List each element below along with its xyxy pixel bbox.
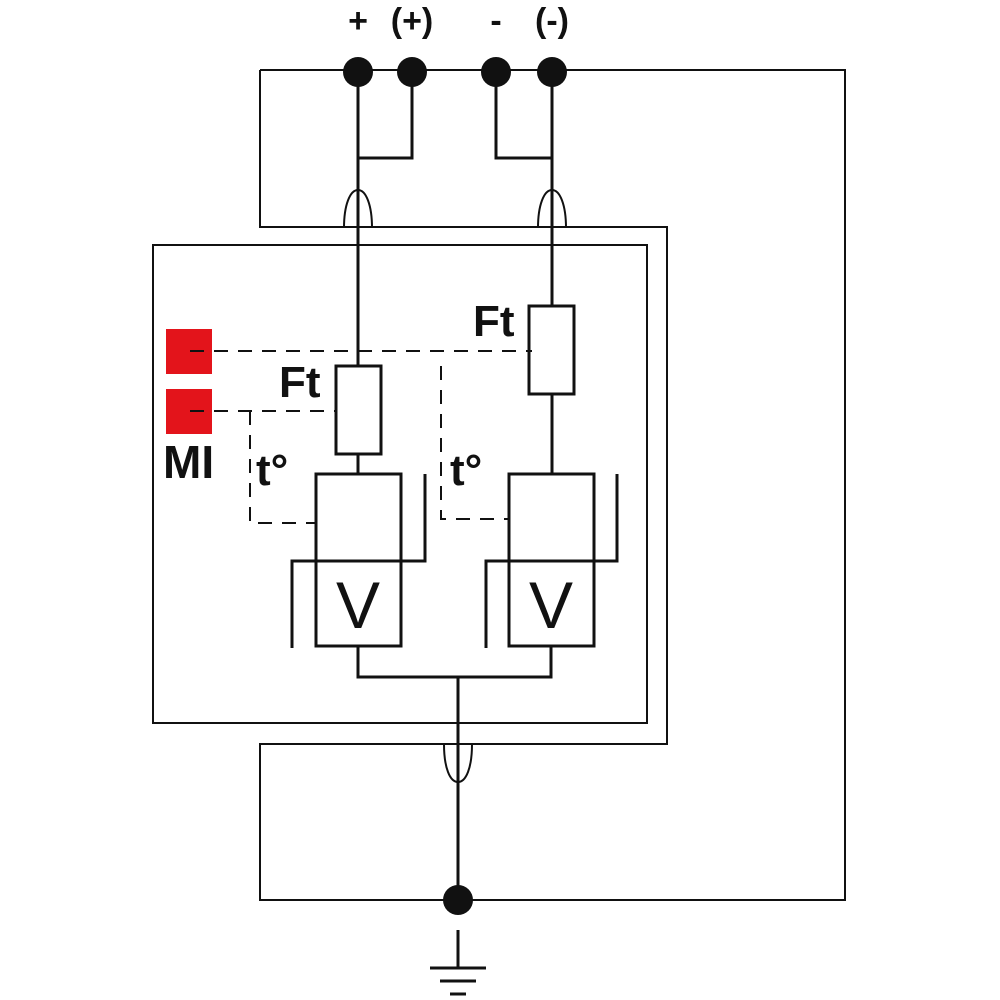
varistor-left-bracket-b <box>401 474 427 563</box>
thermal-right-label: t° <box>450 446 482 495</box>
fuse-left-label: Ft <box>279 358 321 407</box>
minus-bridge-wire <box>494 72 554 160</box>
ground-icon <box>430 930 486 996</box>
thermal-left-label: t° <box>256 446 288 495</box>
thermal-disconnector-left <box>314 472 403 563</box>
fuse-left <box>334 364 383 456</box>
indicator-label: MI <box>163 436 214 488</box>
thermal-link-right-drop <box>440 366 509 520</box>
earth-terminal <box>443 885 473 915</box>
thermal-disconnector-right <box>507 472 596 563</box>
varistor-left-label: V <box>336 568 380 642</box>
varistor-right-bracket-b <box>594 474 619 563</box>
varistor-left <box>314 559 403 648</box>
module-housing <box>152 244 648 724</box>
varistor-right-label: V <box>529 568 573 642</box>
thermal-link-left-drop <box>249 411 316 524</box>
terminal-label-plus-alt: (+) <box>391 2 434 40</box>
outer-frame-wire <box>259 69 846 901</box>
indicator-flag-bottom <box>166 389 212 434</box>
fuse-right-label: Ft <box>473 297 515 346</box>
varistor-right-bracket-a <box>484 559 509 648</box>
terminal-label-minus-alt: (-) <box>535 2 569 40</box>
varistor-join-wire <box>356 646 553 679</box>
terminal-label-plus: + <box>348 2 368 40</box>
plus-bridge-wire <box>356 72 414 160</box>
indicator-flag-top <box>166 329 212 374</box>
plug-contact-earth <box>443 743 473 784</box>
varistor-left-bracket-a <box>290 559 316 648</box>
fuse-right <box>527 304 576 396</box>
terminal-label-minus: - <box>490 2 501 40</box>
varistor-right <box>507 559 596 648</box>
